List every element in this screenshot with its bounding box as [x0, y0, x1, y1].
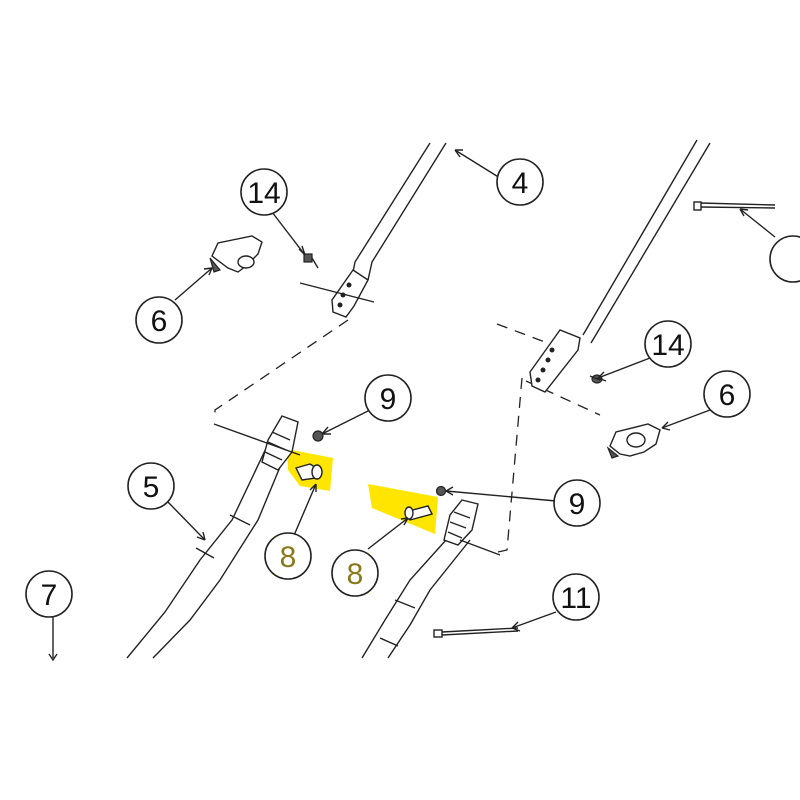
callout-label: 6: [719, 379, 736, 412]
callout-label: 14: [651, 329, 684, 362]
bolt-right: [403, 505, 434, 521]
dashed-assembly-line-left: [214, 319, 349, 420]
callout-partial-right: [769, 235, 800, 283]
dashed-assembly-line-right: [497, 377, 523, 553]
callout-label: 8: [280, 541, 297, 574]
knob-upper-left: [209, 235, 263, 273]
callout-label: 9: [380, 383, 397, 416]
part-7-marker: [48, 614, 58, 662]
callout-11: 11: [552, 573, 600, 621]
callout-label: 14: [247, 177, 280, 210]
cable-tie-lower: [433, 627, 519, 638]
callout-label: 9: [569, 488, 586, 521]
callout-7: 7: [25, 570, 73, 618]
highlight-bolt-right: [368, 484, 438, 534]
callout-6-left: 6: [135, 296, 183, 344]
handle-tube-upper-left: [299, 142, 447, 318]
callout-label: 5: [143, 471, 160, 504]
callout-label: 8: [347, 558, 364, 591]
cable-tie-top-right: [693, 201, 776, 211]
callout-14-left: 14: [240, 168, 288, 216]
callout-label: 7: [41, 579, 58, 612]
callout-8-right: 8: [331, 549, 379, 597]
nut-right: [435, 485, 447, 497]
callout-label: 4: [512, 167, 529, 200]
screw-upper-left: [303, 253, 319, 269]
bolt-left: [294, 463, 323, 481]
dashed-assembly-line-center: [496, 323, 546, 343]
knob-right: [606, 423, 661, 459]
callout-5: 5: [127, 462, 175, 510]
dashed-assembly-line-mid: [525, 380, 601, 416]
callout-8-left: 8: [264, 532, 312, 580]
callout-9-right: 9: [553, 479, 601, 527]
callout-6-right: 6: [703, 370, 751, 418]
handle-tube-upper-right: [529, 139, 711, 393]
callout-14-right: 14: [644, 320, 692, 368]
leader-lines: [165, 149, 776, 632]
callout-4: 4: [496, 158, 544, 206]
handle-tube-lower-right: [361, 499, 501, 659]
callout-label: 11: [560, 582, 591, 615]
handle-tube-lower-left: [126, 415, 301, 659]
nut-left: [312, 430, 324, 442]
callout-9-left: 9: [364, 374, 412, 422]
callout-label: 6: [151, 305, 168, 338]
